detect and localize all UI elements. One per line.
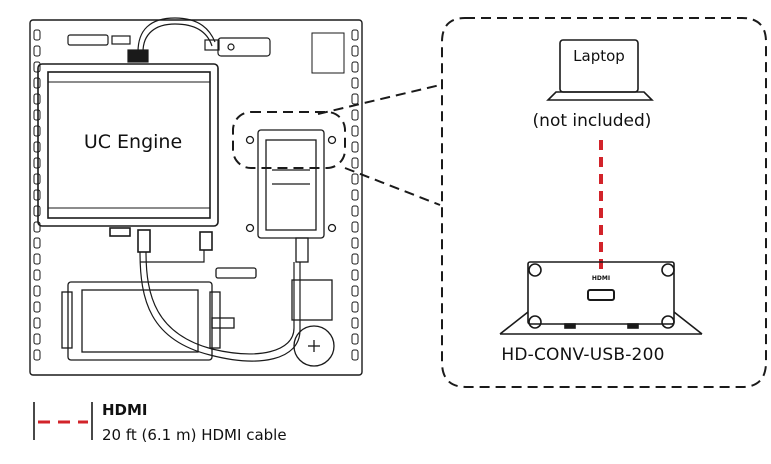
callout <box>232 17 767 388</box>
lower-hardware <box>61 267 335 367</box>
converter-label: HD-CONV-USB-200 <box>501 345 665 365</box>
plate-cables <box>139 250 301 362</box>
legend-title: HDMI <box>102 401 148 419</box>
plate-slots <box>33 29 359 361</box>
converter-device <box>499 261 703 335</box>
legend-symbol <box>33 402 93 440</box>
plate-converter <box>245 129 337 263</box>
laptop-note: (not included) <box>532 111 652 131</box>
mounting-plate <box>29 19 363 376</box>
laptop-label: Laptop <box>573 47 625 65</box>
uc-engine <box>37 63 219 253</box>
top-cables <box>67 17 271 63</box>
laptop-icon <box>546 39 654 101</box>
legend-description: 20 ft (6.1 m) HDMI cable <box>102 426 287 444</box>
hdmi-port-label: HDMI <box>591 275 611 282</box>
uc-engine-label: UC Engine <box>83 131 183 153</box>
